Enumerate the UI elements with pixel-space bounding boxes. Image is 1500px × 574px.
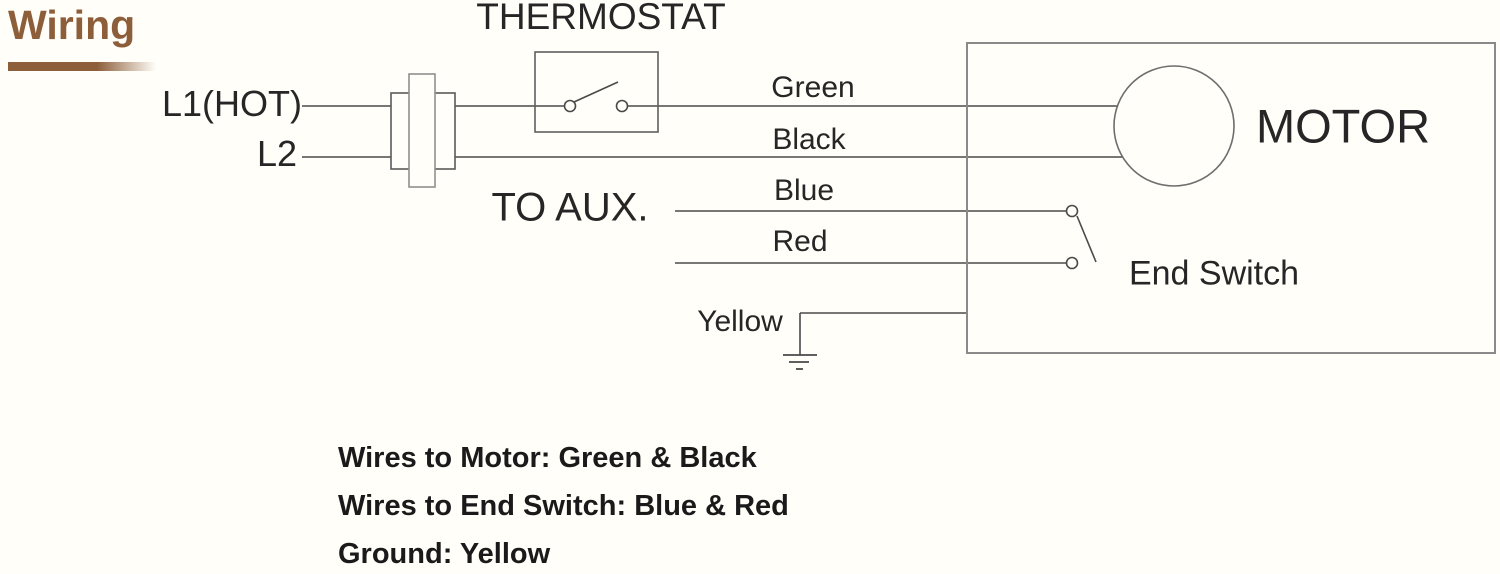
green-wire-label: Green (771, 71, 855, 104)
thermostat-switch-symbol (563, 81, 629, 113)
yellow-ground-wire (799, 312, 967, 355)
motor-circle (1113, 65, 1235, 187)
ground-symbol (783, 354, 817, 370)
end-switch-label: End Switch (1128, 254, 1300, 293)
title-underline (8, 62, 156, 71)
end-switch-symbol (1065, 204, 1097, 270)
l2-label: L2 (256, 133, 297, 174)
to-aux-label: TO AUX. (491, 185, 649, 230)
motor-enclosure-box (966, 42, 1496, 354)
note-wires-to-motor: Wires to Motor: Green & Black (338, 442, 757, 474)
note-ground: Ground: Yellow (338, 538, 551, 570)
page-title: Wiring (8, 2, 136, 48)
l1-hot-label: L1(HOT) (161, 83, 302, 124)
black-wire-label: Black (772, 123, 846, 156)
blue-wire-label: Blue (773, 174, 835, 207)
note-wires-to-end-switch: Wires to End Switch: Blue & Red (338, 490, 789, 522)
thermostat-label: THERMOSTAT (476, 0, 726, 37)
thermostat-box (534, 51, 659, 133)
motor-label: MOTOR (1255, 99, 1431, 153)
wiring-notes: Wires to Motor: Green & Black Wires to E… (338, 434, 789, 574)
power-plug-symbol (390, 73, 456, 188)
yellow-wire-label: Yellow (697, 305, 783, 338)
red-wire-label: Red (772, 225, 828, 258)
